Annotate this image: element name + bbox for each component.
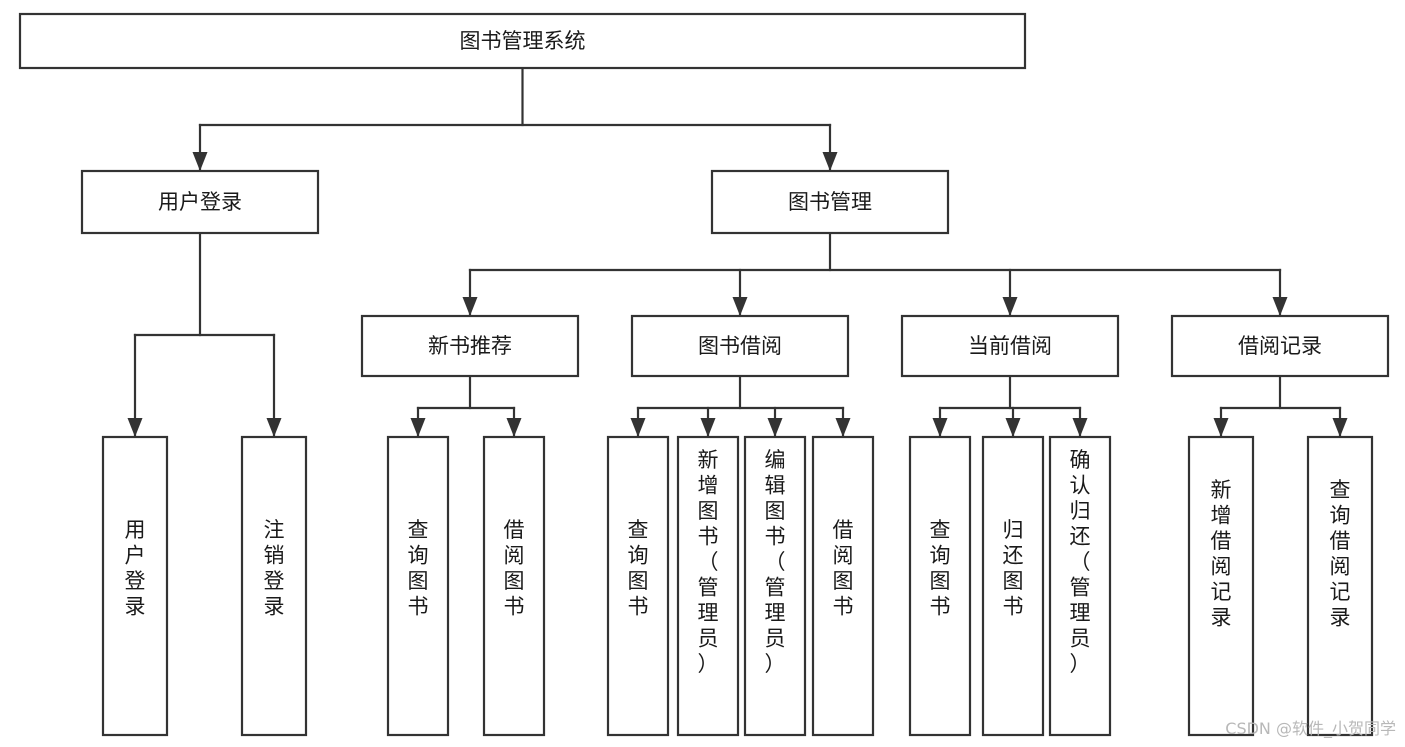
node-book-manage[interactable]: 图书管理 <box>710 169 950 235</box>
leaf-leaf-add-borrow-record-box[interactable] <box>1187 435 1255 737</box>
leaf-leaf-query-borrow-record-box[interactable] <box>1306 435 1374 737</box>
leaf-leaf-query-borrow-record-label: 查询借阅记录 <box>1330 478 1351 630</box>
arrow-head-icon <box>1002 297 1018 316</box>
leaf-leaf-query-book-current[interactable]: 查询图书 <box>908 435 972 737</box>
arrow-head-icon <box>630 418 646 437</box>
leaf-leaf-user-login[interactable]: 用户登录 <box>101 435 169 737</box>
node-root-root-box[interactable] <box>18 12 1027 70</box>
arrow-head-icon <box>835 418 851 437</box>
leaf-leaf-add-book-admin-box[interactable] <box>676 435 740 737</box>
leaf-leaf-query-borrow-record[interactable]: 查询借阅记录 <box>1306 435 1374 737</box>
node-user-login[interactable]: 用户登录 <box>80 169 320 235</box>
leaf-leaf-borrow-book-borrow-label: 借阅图书 <box>833 518 854 619</box>
leaf-leaf-query-book-rec[interactable]: 查询图书 <box>386 435 450 737</box>
node-book-manage-label: 图书管理 <box>788 190 872 214</box>
node-new-book-recommend-box[interactable] <box>360 314 580 378</box>
leaf-leaf-query-book-current-box[interactable] <box>908 435 972 737</box>
leaf-leaf-edit-book-admin-box[interactable] <box>743 435 807 737</box>
arrow-head-icon <box>700 418 716 437</box>
node-borrow-record[interactable]: 借阅记录 <box>1170 314 1390 378</box>
leaf-leaf-add-borrow-record-label: 新增借阅记录 <box>1211 478 1232 630</box>
watermark-text: CSDN @软件_小贺同学 <box>1225 719 1396 739</box>
arrow-head-icon <box>462 297 478 316</box>
leaf-leaf-borrow-book-rec-label: 借阅图书 <box>504 518 525 619</box>
arrow-head-icon <box>822 152 838 171</box>
node-user-login-box[interactable] <box>80 169 320 235</box>
leaf-leaf-return-book-label: 归还图书 <box>1003 518 1024 619</box>
node-user-login-label: 用户登录 <box>158 190 242 214</box>
connector-layer <box>127 66 1348 438</box>
leaf-leaf-borrow-book-rec-box[interactable] <box>482 435 546 737</box>
node-root-root-label: 图书管理系统 <box>460 29 586 53</box>
arrow-head-icon <box>1072 418 1088 437</box>
leaf-leaf-add-book-admin-label: 新增图书（管理员） <box>698 448 719 676</box>
node-current-borrow-label: 当前借阅 <box>968 334 1052 358</box>
arrow-head-icon <box>732 297 748 316</box>
node-book-borrow-label: 图书借阅 <box>698 334 782 358</box>
leaf-leaf-query-book-rec-label: 查询图书 <box>408 518 429 619</box>
leaf-leaf-return-book[interactable]: 归还图书 <box>981 435 1045 737</box>
node-current-borrow[interactable]: 当前借阅 <box>900 314 1120 378</box>
leaf-leaf-query-book-current-label: 查询图书 <box>930 518 951 619</box>
leaf-leaf-add-book-admin[interactable]: 新增图书（管理员） <box>676 435 740 737</box>
leaf-leaf-return-book-box[interactable] <box>981 435 1045 737</box>
leaf-leaf-query-book-borrow-label: 查询图书 <box>628 518 649 619</box>
arrow-head-icon <box>1213 418 1229 437</box>
arrow-head-icon <box>1332 418 1348 437</box>
arrow-head-icon <box>127 418 143 437</box>
arrow-head-icon <box>767 418 783 437</box>
leaf-leaf-logout-box[interactable] <box>240 435 308 737</box>
leaf-leaf-user-login-box[interactable] <box>101 435 169 737</box>
node-book-borrow-box[interactable] <box>630 314 850 378</box>
node-new-book-recommend-label: 新书推荐 <box>428 334 512 358</box>
leaf-leaf-logout[interactable]: 注销登录 <box>240 435 308 737</box>
leaf-leaf-borrow-book-borrow-box[interactable] <box>811 435 875 737</box>
leaf-leaf-borrow-book-rec[interactable]: 借阅图书 <box>482 435 546 737</box>
leaf-leaf-add-borrow-record[interactable]: 新增借阅记录 <box>1187 435 1255 737</box>
arrow-head-icon <box>1005 418 1021 437</box>
arrow-head-icon <box>192 152 208 171</box>
arrow-head-icon <box>932 418 948 437</box>
node-layer: 图书管理系统用户登录图书管理新书推荐图书借阅当前借阅借阅记录用户登录注销登录查询… <box>18 12 1390 737</box>
node-current-borrow-box[interactable] <box>900 314 1120 378</box>
leaf-leaf-query-book-borrow-box[interactable] <box>606 435 670 737</box>
node-book-borrow[interactable]: 图书借阅 <box>630 314 850 378</box>
node-borrow-record-label: 借阅记录 <box>1238 334 1322 358</box>
node-root-root[interactable]: 图书管理系统 <box>18 12 1027 70</box>
node-book-manage-box[interactable] <box>710 169 950 235</box>
arrow-head-icon <box>506 418 522 437</box>
arrow-head-icon <box>410 418 426 437</box>
leaf-leaf-borrow-book-borrow[interactable]: 借阅图书 <box>811 435 875 737</box>
leaf-leaf-user-login-label: 用户登录 <box>125 518 146 619</box>
arrow-head-icon <box>1272 297 1288 316</box>
arrow-head-icon <box>266 418 282 437</box>
leaf-leaf-confirm-return-admin-box[interactable] <box>1048 435 1112 737</box>
leaf-leaf-query-book-borrow[interactable]: 查询图书 <box>606 435 670 737</box>
leaf-leaf-edit-book-admin-label: 编辑图书（管理员） <box>765 448 786 676</box>
node-borrow-record-box[interactable] <box>1170 314 1390 378</box>
leaf-leaf-query-book-rec-box[interactable] <box>386 435 450 737</box>
leaf-leaf-logout-label: 注销登录 <box>264 518 285 619</box>
leaf-leaf-confirm-return-admin[interactable]: 确认归还（管理员） <box>1048 435 1112 737</box>
node-new-book-recommend[interactable]: 新书推荐 <box>360 314 580 378</box>
leaf-leaf-edit-book-admin[interactable]: 编辑图书（管理员） <box>743 435 807 737</box>
leaf-leaf-confirm-return-admin-label: 确认归还（管理员） <box>1070 448 1091 676</box>
